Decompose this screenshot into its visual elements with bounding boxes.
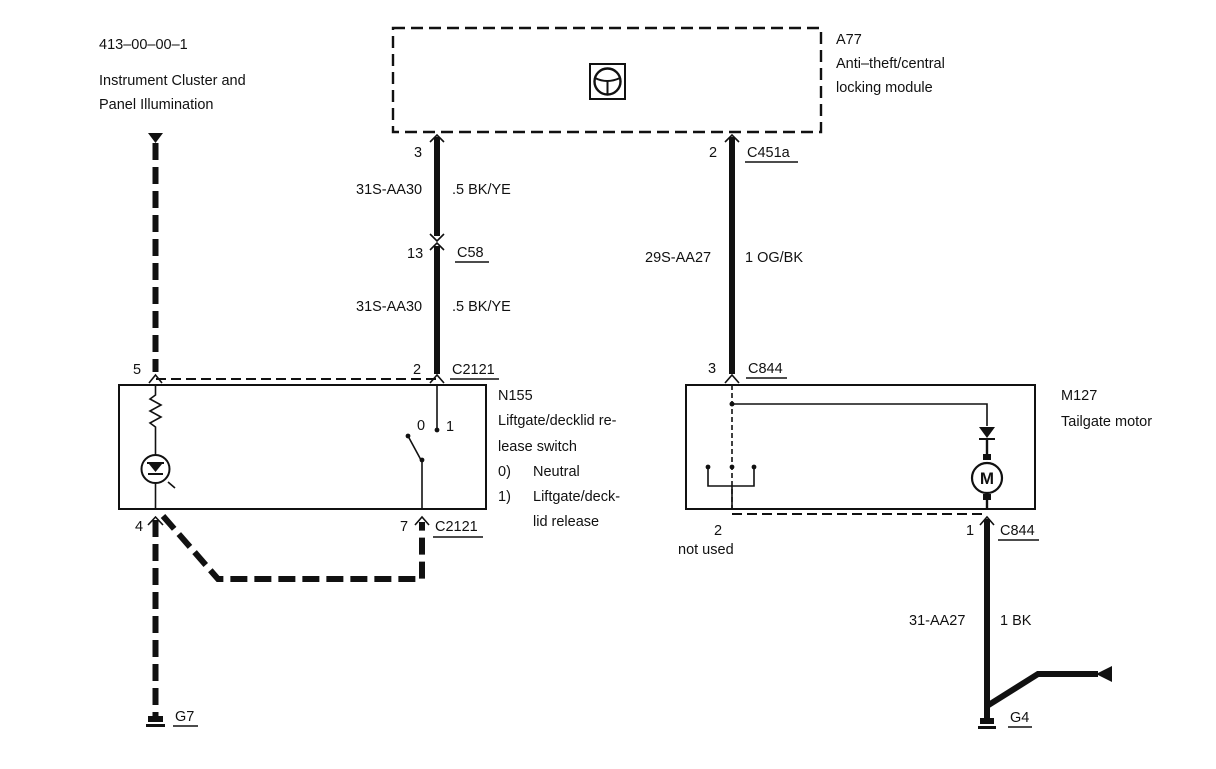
steering-wheel-icon [589,63,626,100]
wire-code-3: 29S-AA27 [645,250,711,266]
pin-label-m127-2: 2 [714,523,722,539]
pin-label-m127-3: 3 [708,361,716,377]
n155-id: N155 [498,388,533,404]
pin-4-marker [147,515,164,526]
pin-label-n155-2: 2 [413,362,421,378]
switch-lever [407,435,422,461]
pin-3-marker [429,133,445,143]
wire-spec-3: 1 OG/BK [745,250,803,266]
connector-c451a: C451a [747,145,791,161]
n155-pos0-label: Neutral [533,464,580,480]
connector-c844-bottom: C844 [1000,523,1035,539]
wire-code-1: 31S-AA30 [356,182,422,198]
wire-code-4: 31-AA27 [909,613,965,629]
motor-feed-line [732,403,988,426]
a77-desc-line1: Anti–theft/central [836,56,945,72]
n155-desc-line1: Liftgate/decklid re- [498,413,617,429]
ground-g7-label: G7 [175,709,194,725]
diode-icon [979,427,995,460]
wire-ground-branch [985,671,1098,709]
n155-pos1-num: 1) [498,489,511,505]
connector-c844-top: C844 [748,361,783,377]
pin-label-c58-13: 13 [407,246,423,262]
c58-marker-top [429,233,445,243]
ref-desc-line2: Panel Illumination [99,97,213,113]
switch-contact-1 [434,427,440,433]
motor-symbol-letter: M [980,469,994,488]
pin-label-n155-5: 5 [133,362,141,378]
pin-m127-1-marker [979,515,995,526]
ground-g7-symbol-base [146,724,165,727]
pin-5-marker [148,373,163,384]
ground-g4-label: G4 [1010,710,1029,726]
pin-label-m127-1: 1 [966,523,974,539]
m127-desc: Tailgate motor [1061,414,1152,430]
c58-marker-bottom [429,241,445,251]
not-used-note: not used [678,542,734,558]
ref-desc-line1: Instrument Cluster and [99,73,246,89]
connector-c2121-top: C2121 [452,362,495,378]
m127-id: M127 [1061,388,1097,404]
page-reference: 413–00–00–1 [99,37,188,53]
n155-desc-line2: lease switch [498,439,577,455]
m127-motor-box [685,384,1036,510]
ground-g4-symbol [980,718,994,724]
ground-g4-symbol-base [978,726,996,729]
resistor-symbol [148,385,163,455]
a77-id: A77 [836,32,862,48]
ground-g7-symbol [148,716,163,722]
pin-label-n155-7: 7 [400,519,408,535]
wire-code-2: 31S-AA30 [356,299,422,315]
a77-desc-line2: locking module [836,80,933,96]
motor-icon: M [970,461,1004,509]
pin-m127-3-marker [724,373,740,384]
switch-position-0: 0 [417,418,425,434]
pin-label-n155-4: 4 [135,519,143,535]
connector-c2121-bottom: C2121 [435,519,478,535]
switch-position-1: 1 [446,419,454,435]
pin-label-a77-2: 2 [709,145,717,161]
lamp-icon [140,454,176,509]
pin-a77-2-marker [724,133,740,143]
n155-pos1-label2: lid release [533,514,599,530]
limit-switch-icon [705,464,757,509]
wire-spec-4: 1 BK [1000,613,1032,629]
wire-spec-1: .5 BK/YE [452,182,511,198]
a77-module-box [391,26,823,134]
pin-2-marker [429,373,445,384]
wire-pin7-to-ground [160,514,425,582]
wire-spec-2: .5 BK/YE [452,299,511,315]
pin-7-marker [414,515,430,526]
ground-branch-arrow [1096,666,1112,682]
arrow-up-marker [148,133,163,143]
n155-pos0-num: 0) [498,464,511,480]
connector-c58: C58 [457,245,484,261]
n155-pos1-label: Liftgate/deck- [533,489,620,505]
pin-label-a77-3: 3 [414,145,422,161]
n155-switch-box [118,384,487,510]
